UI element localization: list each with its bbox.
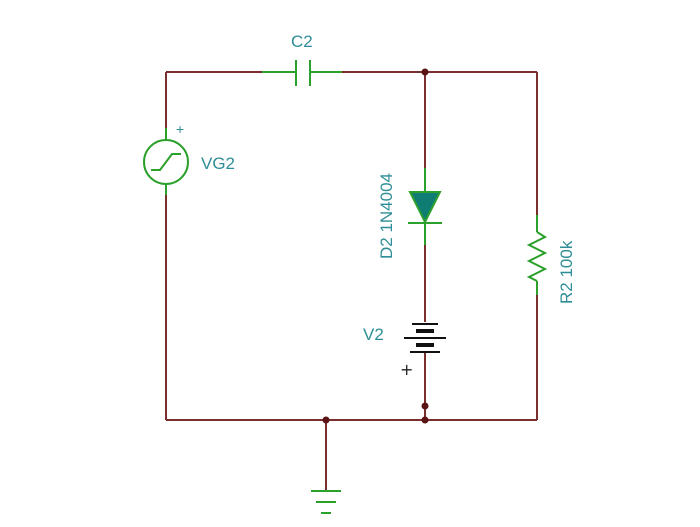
diode-d2[interactable]: D2 1N4004 [377,168,442,259]
voltage-source-vg2[interactable]: + VG2 [143,121,235,195]
capacitor-label: C2 [291,32,313,51]
junction-top [421,68,429,76]
junction-ground [322,416,330,424]
resistor-zigzag [526,231,548,282]
junctions [322,68,429,424]
diode-triangle [408,191,442,225]
step-waveform-icon [151,153,181,171]
battery-label: V2 [363,325,384,344]
diode-label: D2 1N4004 [377,173,396,259]
resistor-r2[interactable]: R2 100k [526,215,576,304]
battery-polarity: + [400,360,413,379]
wires [165,71,538,490]
battery-v2[interactable]: V2 + [363,323,446,379]
junction-bottom-mid [421,416,429,424]
junction-mid-bottom [421,402,429,410]
resistor-label: R2 100k [557,240,576,304]
ground-icon [311,490,341,514]
source-label: VG2 [201,154,235,173]
capacitor-c2[interactable]: C2 [262,32,342,86]
source-polarity: + [176,121,184,137]
